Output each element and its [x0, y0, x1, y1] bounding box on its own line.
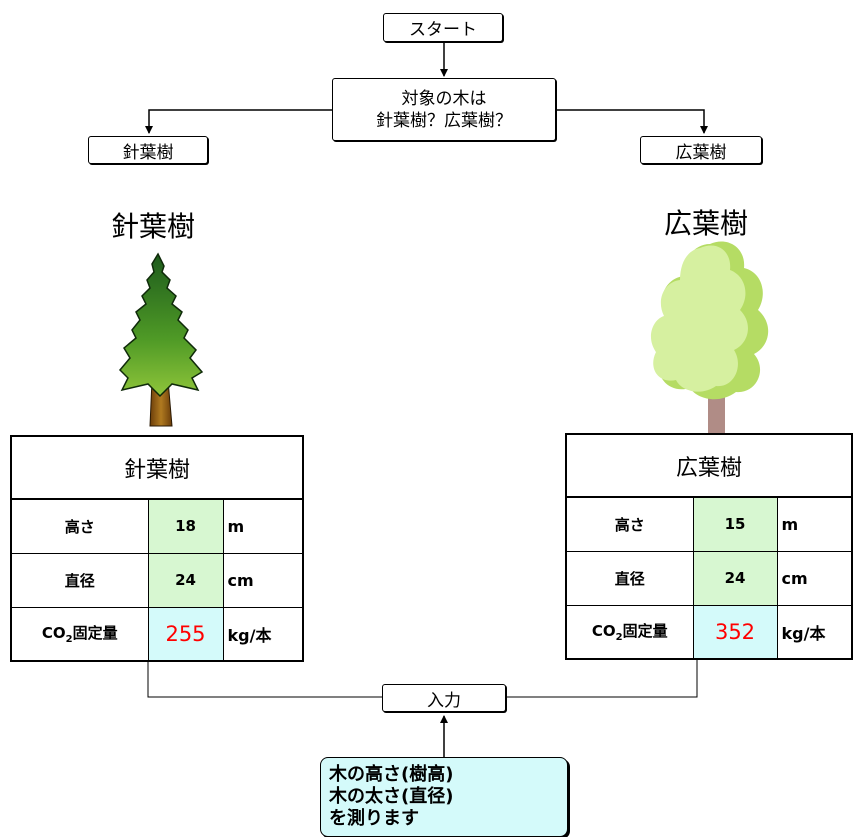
conifer-branch-box: 針葉樹 — [88, 136, 208, 164]
broadleaf-branch-box: 広葉樹 — [640, 136, 762, 164]
broadleaf-co2-label-post: 固定量 — [622, 622, 668, 641]
broadleaf-co2-label-sub: 2 — [615, 632, 623, 644]
conifer-foliage — [118, 252, 204, 398]
conifer-co2-label-post: 固定量 — [72, 624, 118, 643]
measurement-note: 木の高さ(樹高) 木の太さ(直径) を測ります — [320, 757, 568, 837]
question-box: 対象の木は 針葉樹？広葉樹？ — [332, 78, 556, 141]
conifer-height-label: 高さ — [10, 498, 149, 554]
conifer-co2-label-sub: 2 — [65, 634, 73, 646]
broadleaf-diameter-label: 直径 — [565, 550, 694, 606]
conifer-height-value[interactable]: 18 — [147, 498, 224, 554]
line-broadleaf-to-input — [506, 650, 698, 698]
broadleaf-height-unit: m — [776, 496, 853, 552]
start-label: スタート — [409, 20, 477, 40]
broadleaf-co2-unit: kg/本 — [776, 604, 853, 660]
start-box: スタート — [383, 13, 503, 42]
conifer-table-title: 針葉樹 — [10, 435, 304, 500]
conifer-co2-label: CO2固定量 — [10, 606, 149, 662]
broadleaf-foliage-front — [650, 245, 748, 392]
broadleaf-table-title: 広葉樹 — [565, 433, 853, 498]
question-line-1: 対象の木は — [401, 88, 487, 109]
conifer-height-unit: m — [222, 498, 304, 554]
broadleaf-co2-label: CO2固定量 — [565, 604, 694, 660]
broadleaf-table: 広葉樹 高さ 15 m 直径 24 cm CO2固定量 352 kg/本 — [565, 433, 853, 660]
note-line-1: 木の高さ(樹高) — [329, 764, 454, 785]
conifer-heading: 針葉樹 — [111, 210, 196, 243]
conifer-co2-unit: kg/本 — [222, 606, 304, 662]
broadleaf-co2-label-pre: CO — [591, 622, 616, 641]
broadleaf-diameter-unit: cm — [776, 550, 853, 606]
broadleaf-height-label: 高さ — [565, 496, 694, 552]
note-line-3: を測ります — [329, 808, 419, 829]
line-conifer-to-input — [147, 655, 382, 698]
broadleaf-trunk — [708, 388, 725, 433]
conifer-branch-label: 針葉樹 — [122, 142, 174, 163]
conifer-diameter-label: 直径 — [10, 552, 149, 608]
broadleaf-height-value[interactable]: 15 — [692, 496, 778, 552]
conifer-co2-value: 255 — [147, 606, 224, 662]
conifer-diameter-unit: cm — [222, 552, 304, 608]
question-line-2: 針葉樹？広葉樹？ — [376, 110, 512, 131]
broadleaf-branch-label: 広葉樹 — [675, 142, 727, 163]
broadleaf-diameter-value[interactable]: 24 — [692, 550, 778, 606]
input-label: 入力 — [427, 690, 461, 711]
note-line-2: 木の太さ(直径) — [329, 786, 454, 807]
conifer-tree-image — [118, 252, 204, 427]
conifer-co2-label-pre: CO — [41, 624, 66, 643]
arrow-to-broadleaf — [556, 109, 708, 134]
broadleaf-co2-value: 352 — [692, 604, 778, 660]
broadleaf-heading: 広葉樹 — [664, 207, 749, 240]
conifer-diameter-value[interactable]: 24 — [147, 552, 224, 608]
broadleaf-tree-image — [650, 241, 769, 433]
input-box: 入力 — [382, 684, 506, 712]
conifer-table: 針葉樹 高さ 18 m 直径 24 cm CO2固定量 255 kg/本 — [10, 435, 304, 662]
arrow-to-conifer — [145, 109, 332, 134]
